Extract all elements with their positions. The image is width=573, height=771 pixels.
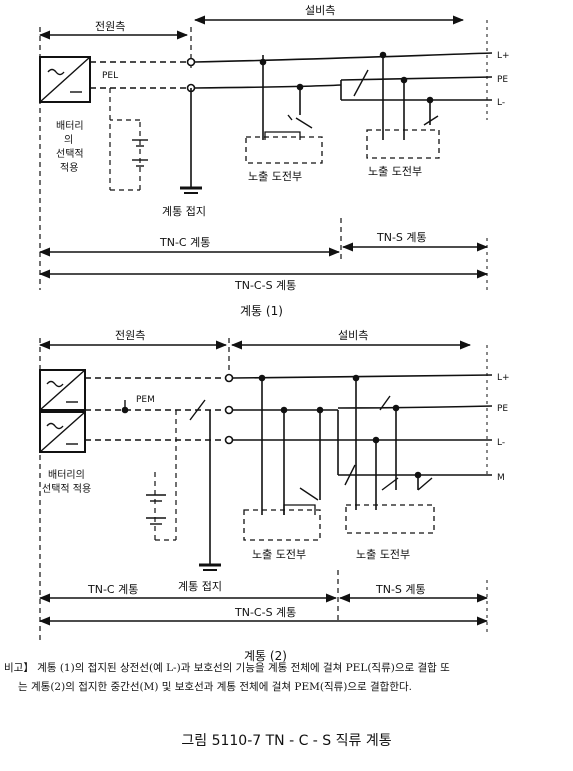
pe-label: PE <box>497 75 508 85</box>
battery-note-3: 선택적 <box>56 148 84 160</box>
tn-c-s-label: TN-C-S 계통 <box>234 279 296 292</box>
exposed-part-right-label-2: 노출 도전부 <box>356 548 410 561</box>
source-side-label: 전원측 <box>95 20 125 33</box>
exposed-part-right-box <box>366 129 440 159</box>
m-label: M <box>497 473 505 483</box>
remark-line-1: 비고】 계통 (1)의 접지된 상전선(예 L-)과 보호선의 기능을 계통 전… <box>4 662 450 674</box>
remark-line-2: 는 계통(2)의 접지한 중간선(M) 및 보호선과 계통 전체에 걸쳐 PEM… <box>18 681 413 693</box>
remark-note: 비고】 계통 (1)의 접지된 상전선(예 L-)과 보호선의 기능을 계통 전… <box>4 659 570 697</box>
source-side-label-2: 전원측 <box>115 329 145 342</box>
pel-line <box>194 84 342 89</box>
battery-note-4: 적용 <box>60 162 78 174</box>
battery-note-2-1: 배터리의 <box>48 469 85 481</box>
exposed-part-right-box-2 <box>345 504 435 534</box>
pel-label: PEL <box>102 71 118 81</box>
tn-s-label-2: TN-S 계통 <box>375 583 426 596</box>
tn-c-label: TN-C 계통 <box>159 236 210 249</box>
pe-label-2: PE <box>497 404 508 414</box>
l-plus-line <box>194 52 493 63</box>
battery-note-2-2: 선택적 적용 <box>42 483 91 495</box>
figure-caption: 그림 5110-7 TN - C - S 직류 계통 <box>181 733 392 749</box>
battery-note-2: 의 <box>64 134 73 146</box>
ground-label-2: 계통 접지 <box>178 580 222 593</box>
tn-c-s-label-2: TN-C-S 계통 <box>234 606 296 619</box>
pe-line-2 <box>337 405 493 409</box>
diagram-2 <box>38 338 493 640</box>
exposed-part-right-label: 노출 도전부 <box>368 165 422 178</box>
diagram-1 <box>38 15 493 290</box>
tn-s-label: TN-S 계통 <box>376 231 427 244</box>
dc-source-box-2 <box>39 411 86 453</box>
pe-line <box>340 76 493 81</box>
diagram-1-caption: 계통 (1) <box>240 304 283 318</box>
equipment-side-label-2: 설비측 <box>338 329 368 342</box>
l-minus-label: L- <box>497 98 505 108</box>
pem-label: PEM <box>136 395 155 405</box>
equipment-side-label: 설비측 <box>305 4 335 17</box>
exposed-part-left-label-2: 노출 도전부 <box>252 548 306 561</box>
battery-note-1: 배터리 <box>56 120 84 132</box>
l-plus-label: L+ <box>497 51 510 61</box>
tn-c-label-2: TN-C 계통 <box>87 583 138 596</box>
l-plus-line-2 <box>232 374 493 379</box>
exposed-part-left-label: 노출 도전부 <box>248 170 302 183</box>
l-plus-label-2: L+ <box>497 373 510 383</box>
dc-source-box <box>39 56 91 103</box>
l-minus-label-2: L- <box>497 438 505 448</box>
exposed-part-left-box-2 <box>243 509 321 541</box>
exposed-part-left-box <box>245 136 323 164</box>
diagram-2-caption: 계통 (2) <box>244 649 287 663</box>
ground-label: 계통 접지 <box>162 205 206 218</box>
dc-source-box-1 <box>39 369 86 411</box>
